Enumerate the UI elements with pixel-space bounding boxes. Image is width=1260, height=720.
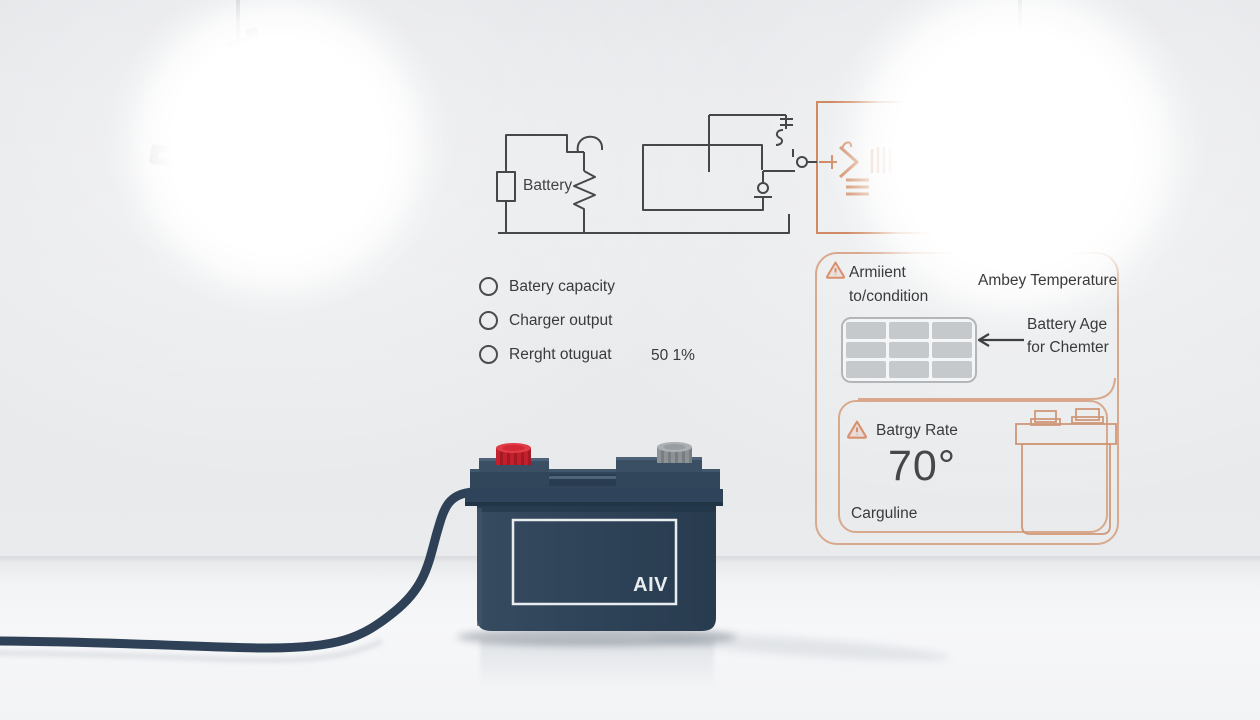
- checklist-item: Rerght otuguat: [479, 345, 612, 364]
- temperature-grid: [841, 317, 977, 383]
- checklist-item-label: Rerght otuguat: [509, 345, 612, 363]
- grid-cell: [932, 322, 972, 339]
- rate-card: [838, 400, 1108, 533]
- grid-cell: [932, 341, 972, 359]
- checklist-item-label: Batery capacity: [509, 277, 615, 295]
- rate-caption: Carguline: [851, 505, 918, 522]
- ground-icon: [907, 180, 927, 198]
- battery-age-line1: Battery Age: [1027, 316, 1108, 333]
- ambient-subtitle: Ambey Temperature: [978, 272, 1118, 289]
- pendant-lamp-left: [149, 0, 299, 169]
- ambient-title-line1: Armiient: [849, 264, 906, 281]
- checklist-item: Charger output: [479, 311, 612, 330]
- card-divider: [858, 377, 1116, 400]
- grid-cell: [889, 322, 929, 339]
- battery-label: AIV: [633, 574, 668, 596]
- grid-cell: [889, 361, 929, 378]
- grid-cell: [846, 361, 886, 378]
- circuit-battery-label: Battery: [523, 177, 573, 194]
- inductor-symbol: [576, 135, 604, 153]
- rate-title: Batrgy Rate: [876, 422, 958, 439]
- warning-icon: [847, 420, 867, 439]
- battery-age-line2: for Chemter: [1027, 339, 1109, 356]
- radio-icon[interactable]: [479, 311, 498, 330]
- arrow-right-icon: [839, 145, 859, 179]
- pendant-lamp-right: [992, 0, 1124, 175]
- charger-box: [816, 101, 1058, 234]
- checklist-item: Batery capacity: [479, 277, 615, 296]
- grid-cell: [846, 322, 886, 339]
- switch-contact: [757, 182, 769, 194]
- ground-icon: [846, 178, 869, 196]
- switch-contact: [796, 156, 808, 168]
- radio-icon[interactable]: [479, 277, 498, 296]
- grid-cell: [932, 361, 972, 378]
- lamp-bracket-tab: [1078, 147, 1110, 172]
- battery-outline-icon: [1015, 408, 1117, 535]
- ambient-title-line2: to/condition: [849, 288, 929, 305]
- grid-cell: [846, 341, 886, 359]
- checklist-item-value: 50 1%: [651, 347, 695, 364]
- lamp-bracket: [168, 40, 299, 169]
- checklist-item-label: Charger output: [509, 311, 613, 329]
- connector-hook: [775, 129, 784, 146]
- resistor-symbol: [573, 170, 596, 233]
- arrow-left-icon: [977, 333, 1024, 347]
- radio-icon[interactable]: [479, 345, 498, 364]
- rate-value: 70°: [888, 442, 957, 490]
- cell-symbol: [496, 171, 516, 202]
- warning-icon: [825, 261, 846, 279]
- charge-bars-icon: [870, 147, 913, 173]
- circuit-diagram: [496, 114, 817, 234]
- grid-cell: [889, 341, 929, 359]
